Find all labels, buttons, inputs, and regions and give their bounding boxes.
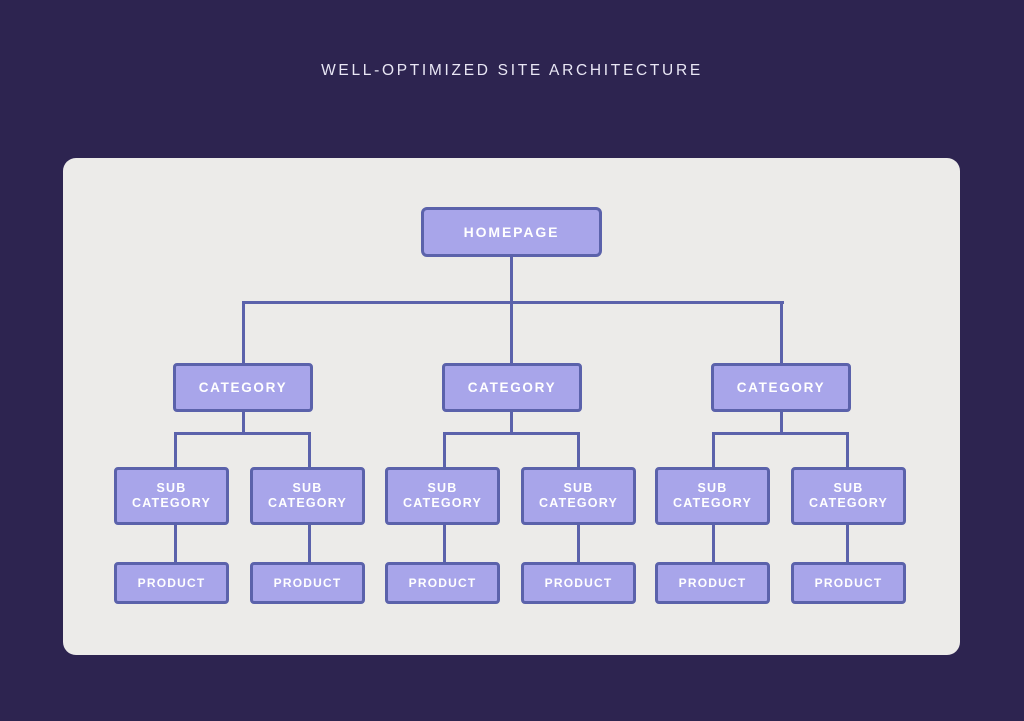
node-subcategory-3[interactable]: SUB CATEGORY [385, 467, 500, 525]
node-label-line1: SUB [833, 481, 864, 496]
connector-homepage-down [510, 257, 513, 303]
connector-subcategory-5-to-product-5 [712, 524, 715, 563]
node-product-4[interactable]: PRODUCT [521, 562, 636, 604]
node-label-line1: SUB [697, 481, 728, 496]
connector-bus-to-category-1 [242, 301, 245, 363]
connector-bus-to-subcategory-6 [846, 432, 849, 469]
node-category-2[interactable]: CATEGORY [442, 363, 582, 412]
node-label-line1: SUB [292, 481, 323, 496]
node-label: PRODUCT [408, 575, 477, 590]
node-product-5[interactable]: PRODUCT [655, 562, 770, 604]
connector-category-3-down [780, 412, 783, 434]
node-label: PRODUCT [814, 575, 883, 590]
node-label: CATEGORY [467, 379, 557, 395]
connector-bus-to-category-2 [510, 301, 513, 363]
node-label-line2: CATEGORY [538, 496, 619, 510]
connector-subcategory-bus-1 [174, 432, 311, 435]
node-label-line2: CATEGORY [672, 496, 753, 510]
diagram-panel: CATEGORY CATEGORY CATEGORY SUB CATEGORY … [63, 158, 960, 655]
node-label-line2: CATEGORY [267, 496, 348, 510]
node-label-line2: CATEGORY [131, 496, 212, 510]
connector-bus-to-subcategory-1 [174, 432, 177, 469]
node-label: HOMEPAGE [463, 223, 560, 240]
connector-bus-to-subcategory-2 [308, 432, 311, 469]
connector-category-bus [243, 301, 784, 304]
node-subcategory-2[interactable]: SUB CATEGORY [250, 467, 365, 525]
connector-subcategory-1-to-product-1 [174, 524, 177, 563]
connector-bus-to-category-3 [780, 301, 783, 363]
node-subcategory-4[interactable]: SUB CATEGORY [521, 467, 636, 525]
node-product-1[interactable]: PRODUCT [114, 562, 229, 604]
connector-bus-to-subcategory-4 [577, 432, 580, 469]
connector-subcategory-bus-2 [443, 432, 580, 435]
connector-subcategory-6-to-product-6 [846, 524, 849, 563]
node-category-3[interactable]: CATEGORY [711, 363, 851, 412]
connector-category-2-down [510, 412, 513, 434]
connector-category-1-down [242, 412, 245, 434]
node-category-1[interactable]: CATEGORY [173, 363, 313, 412]
node-subcategory-5[interactable]: SUB CATEGORY [655, 467, 770, 525]
node-product-3[interactable]: PRODUCT [385, 562, 500, 604]
node-subcategory-6[interactable]: SUB CATEGORY [791, 467, 906, 525]
connector-subcategory-bus-3 [712, 432, 849, 435]
node-label-line1: SUB [156, 481, 187, 496]
node-label: PRODUCT [137, 575, 206, 590]
node-label-line1: SUB [427, 481, 458, 496]
node-homepage[interactable]: HOMEPAGE [421, 207, 602, 257]
node-label: CATEGORY [736, 379, 826, 395]
connector-subcategory-2-to-product-2 [308, 524, 311, 563]
node-subcategory-1[interactable]: SUB CATEGORY [114, 467, 229, 525]
node-label-line2: CATEGORY [402, 496, 483, 510]
node-product-6[interactable]: PRODUCT [791, 562, 906, 604]
node-label: PRODUCT [544, 575, 613, 590]
connector-bus-to-subcategory-5 [712, 432, 715, 469]
node-label-line1: SUB [563, 481, 594, 496]
node-product-2[interactable]: PRODUCT [250, 562, 365, 604]
node-label: PRODUCT [273, 575, 342, 590]
node-label: PRODUCT [678, 575, 747, 590]
node-label-line2: CATEGORY [808, 496, 889, 510]
connector-subcategory-4-to-product-4 [577, 524, 580, 563]
node-label: CATEGORY [198, 379, 288, 395]
connector-bus-to-subcategory-3 [443, 432, 446, 469]
page-title: WELL-OPTIMIZED SITE ARCHITECTURE [321, 62, 703, 79]
connector-subcategory-3-to-product-3 [443, 524, 446, 563]
